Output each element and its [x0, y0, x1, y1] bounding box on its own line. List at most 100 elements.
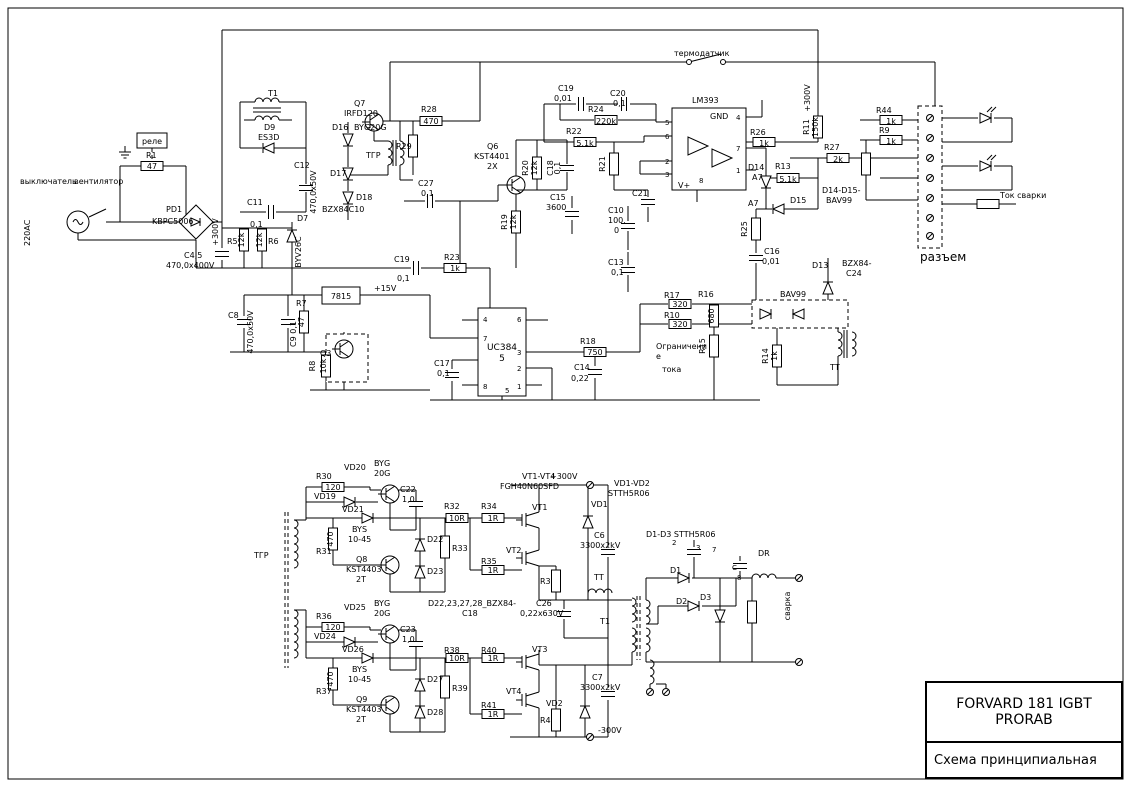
label-vd21-val2: 10-45	[348, 535, 371, 544]
label-c20-val: 0,1	[613, 99, 626, 108]
label-c15-val: 3600	[546, 203, 566, 212]
sym-d9	[261, 142, 275, 154]
label-vd20-val2: 20G	[374, 469, 390, 478]
label-pd1-val: KBPC5006	[152, 217, 194, 226]
label-c17-ref: C17	[434, 359, 450, 368]
label-r34-val: 1R	[488, 514, 499, 523]
sym-term-out2	[795, 658, 803, 666]
sym-r11	[813, 115, 823, 139]
label-vd20-val1: BYG	[374, 459, 390, 468]
sym-vt4	[516, 688, 540, 712]
sym-conn-t3	[926, 154, 934, 162]
label-r32-ref: R32	[444, 502, 460, 511]
label-c15-ref: C15	[550, 193, 566, 202]
sym-d14	[760, 175, 772, 190]
label-vd19-ref: VD19	[314, 492, 336, 501]
sym-c15	[565, 211, 579, 217]
label-c10-ref: C10	[608, 206, 624, 215]
sym-csnub2	[733, 563, 747, 569]
sym-r6	[257, 228, 267, 252]
label-c22-val: 1,0	[402, 495, 415, 504]
label-r14-ref: R14	[761, 348, 770, 364]
sym-term-aux2	[662, 688, 670, 696]
label-r5-ref: R5	[227, 237, 238, 246]
sym-c19t	[578, 97, 584, 111]
label-c26-ref: C26	[536, 599, 552, 608]
label-r9-val: 1k	[886, 137, 896, 146]
sym-vd1	[582, 514, 594, 529]
sym-thermo-c2	[720, 59, 726, 65]
label-r13-ref: R13	[775, 162, 791, 171]
label-d14-val: A7	[752, 173, 763, 182]
label-q8-val2: 2T	[356, 575, 366, 584]
sym-r4	[551, 708, 561, 732]
sym-cmp1	[687, 136, 710, 156]
relay-box	[136, 132, 168, 149]
sym-r41	[481, 709, 505, 719]
label-r7-ref: R7	[296, 299, 307, 308]
label-r6-val: 12k	[255, 232, 264, 247]
sym-conn-t4	[926, 174, 934, 182]
wire-layer	[77, 29, 1016, 738]
label-r1-ref: R1	[146, 151, 157, 160]
label-r44-ref: R44	[876, 106, 892, 115]
sym-c21	[641, 199, 655, 205]
label-bav99-label: BAV99	[780, 290, 806, 299]
label-r20-val: 12k	[530, 160, 539, 175]
sym-r17	[668, 299, 692, 309]
label-vd26-val1: BYS	[352, 665, 367, 674]
label-zener-note1: D22,23,27,28_BZX84-	[428, 599, 516, 608]
label-r26-ref: R26	[750, 128, 766, 137]
sym-d17	[342, 167, 354, 182]
sym-d18	[342, 191, 354, 206]
sym-r31	[328, 527, 338, 551]
label-d14-ref: D14	[748, 163, 764, 172]
label-svarka-label: сварка	[783, 591, 792, 620]
label-vt4-ref: VT4	[506, 687, 521, 696]
sym-c14	[588, 369, 602, 375]
label-c19b-val: 0,1	[397, 274, 410, 283]
sym-vd24	[343, 636, 357, 648]
label-r31-ref: R31	[316, 547, 332, 556]
label-d13-val1: BZX84-	[842, 259, 872, 268]
sym-r10	[668, 319, 692, 329]
label-r29-ref: R29	[396, 142, 412, 151]
sym-r29	[408, 134, 418, 158]
label-r33-ref: R33	[452, 544, 468, 553]
label-vt1-ref: VT1	[532, 503, 547, 512]
label-vd1-ref: VD1	[591, 500, 608, 509]
label-c13-ref: C13	[608, 258, 624, 267]
label-r24-val: 220k	[596, 117, 616, 126]
label-uc-label2: 5	[499, 354, 505, 364]
sym-r1	[140, 161, 164, 171]
label-c27-ref: C27	[418, 179, 434, 188]
sym-r13	[776, 173, 800, 183]
label-r18-ref: R18	[580, 337, 596, 346]
sym-led1	[979, 106, 997, 124]
label-vd25-val2: 20G	[374, 609, 390, 618]
label-r35-ref: R35	[481, 557, 497, 566]
sym-q6	[504, 175, 526, 195]
sym-c19b	[413, 261, 419, 275]
label-r28-val: 470	[423, 117, 438, 126]
sym-q3	[332, 339, 354, 359]
sym-vd2	[579, 704, 591, 719]
label-lm-label: LM393	[692, 96, 719, 105]
label-c12-ref: C12	[294, 161, 310, 170]
sym-conn-t2	[926, 134, 934, 142]
label-vd25-ref: VD25	[344, 603, 366, 612]
label-lm-pin1: 1	[736, 167, 740, 175]
label-conn-label: разъем	[920, 250, 966, 264]
label-d13-ref: D13	[812, 261, 828, 270]
label-d15-val: A7	[748, 199, 759, 208]
label-r30-ref: R30	[316, 472, 332, 481]
sym-term-aux1	[646, 688, 654, 696]
sym-term-out1	[795, 574, 803, 582]
label-uc-pin1: 1	[517, 383, 521, 391]
label-c11-val: 0,1	[250, 220, 263, 229]
sym-c45	[215, 251, 229, 257]
label-c23-val: 1,0	[402, 635, 415, 644]
label-c18-ref: C18	[546, 160, 555, 176]
